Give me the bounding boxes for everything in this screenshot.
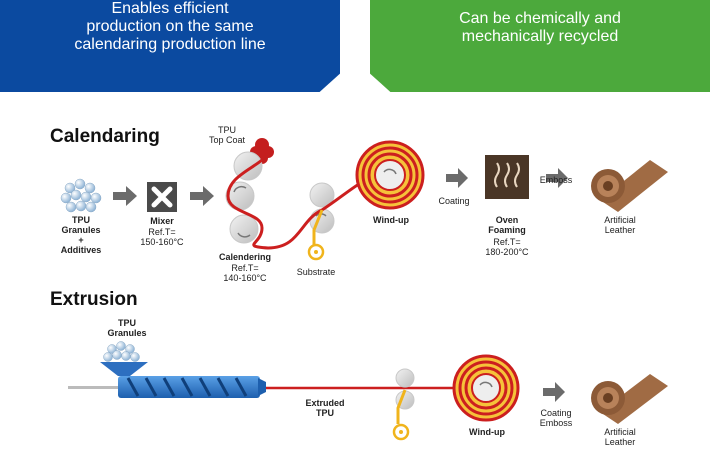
tpu-granules-icon: [60, 178, 102, 213]
extrusion-title: Extrusion: [50, 289, 138, 310]
calender-rollers-icon: [225, 151, 335, 244]
tpu-film-path: [226, 158, 379, 250]
top-coat-label: TPU Top Coat: [208, 125, 246, 145]
tpu-granules-label: TPU Granules + Additives: [60, 215, 102, 255]
calendering-ref-temp: Ref.T= 140-160°C: [223, 263, 267, 283]
arrow-granules-to-mixer: [113, 186, 137, 206]
coating-label: Coating: [438, 196, 470, 206]
coating-emboss-label: Coating Emboss: [539, 408, 573, 428]
artificial-leather-label: Artificial Leather: [604, 215, 636, 235]
extrusion-tpu-granules-label: TPU Granules: [107, 318, 147, 338]
extruded-tpu-label: Extruded TPU: [305, 398, 345, 418]
substrate-path: [312, 209, 324, 246]
extruder-hopper-icon: [100, 362, 148, 376]
extrusion-substrate-path: [396, 389, 407, 424]
extrusion-substrate-roll-icon: [392, 423, 410, 441]
mixer-icon: [147, 182, 177, 212]
calendaring-title: Calendaring: [50, 126, 160, 147]
oven-foaming-label: Oven Foaming: [488, 215, 526, 235]
extrusion-artificial-leather-label: Artificial Leather: [604, 427, 636, 447]
arrow-oven-to-leather: [546, 168, 568, 188]
substrate-roll-icon: [307, 243, 325, 261]
extruder-screw-icon: [68, 376, 266, 398]
mixer-label: Mixer: [150, 216, 174, 226]
extrusion-artificial-leather-icon: [591, 374, 668, 424]
banner-recyclable-text: Can be chemically and mechanically recyc…: [459, 10, 621, 45]
artificial-leather-icon: [591, 160, 668, 212]
extrusion-wind-up-label: Wind-up: [469, 427, 505, 437]
wind-up-roll-icon: [355, 140, 425, 210]
substrate-label: Substrate: [296, 267, 336, 277]
calendering-label: Calendering: [218, 252, 271, 262]
extrusion-granules-icon: [103, 341, 140, 362]
banner-efficient-production: Enables efficient production on the same…: [0, 0, 340, 92]
arrow-mixer-to-calendering: [190, 186, 214, 206]
banner-efficient-production-text: Enables efficient production on the same…: [74, 0, 266, 53]
arrow-windup-to-oven: [446, 168, 468, 188]
oven-foaming-icon: [485, 155, 529, 199]
mixer-ref-temp: Ref.T= 150-160°C: [140, 227, 184, 247]
extrusion-wind-up-roll-icon: [452, 354, 520, 422]
arrow-windup-to-leather: [543, 382, 565, 402]
top-coat-droplet-icon: [250, 138, 274, 164]
oven-ref-temp: Ref.T= 180-200°C: [485, 237, 529, 257]
emboss-label: Emboss: [539, 175, 573, 185]
banner-recyclable: Can be chemically and mechanically recyc…: [370, 0, 710, 92]
wind-up-label: Wind-up: [373, 215, 409, 225]
